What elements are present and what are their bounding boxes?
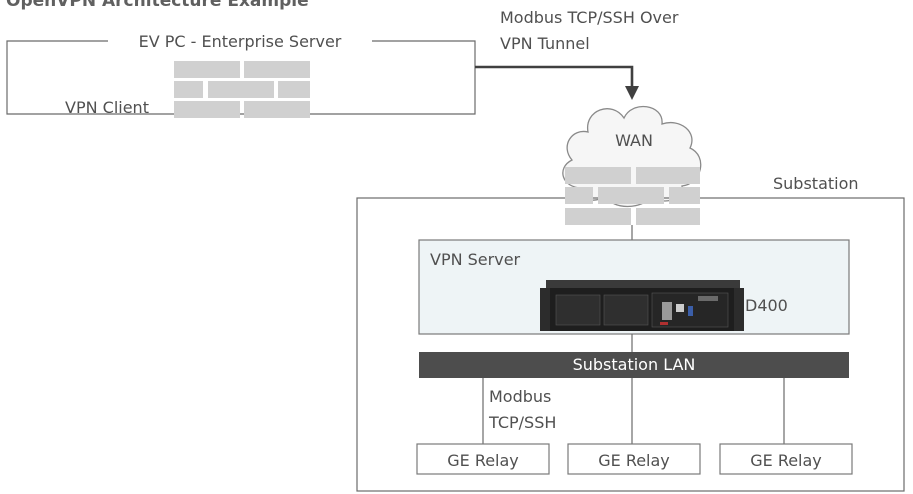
protocol-label-line2: TCP/SSH [488,413,556,432]
wan-label: WAN [615,131,653,150]
substation-lan-bar [419,352,849,378]
relay-label: GE Relay [750,451,822,470]
client-box-border [6,40,476,115]
d400-device-icon [540,280,744,331]
vpn-server-label: VPN Server [430,250,521,269]
relay-label: GE Relay [447,451,519,470]
relay-box: GE Relay [416,443,550,475]
protocol-label-line1: Modbus [489,387,551,406]
device-label: D400 [745,296,788,315]
substation-label: Substation [773,174,859,193]
diagram-title: OpenVPN Architecture Example [6,0,309,11]
client-label: EV PC - Enterprise Server [139,32,342,51]
tunnel-label-line1: Modbus TCP/SSH Over [500,8,679,27]
substation-firewall-icon [565,167,700,225]
tunnel-arrow [475,65,639,100]
relay-label: GE Relay [598,451,670,470]
substation-lan-label: Substation LAN [573,355,696,374]
vpn-client-label: VPN Client [65,98,149,117]
client-firewall-icon [174,61,310,118]
tunnel-label-line2: VPN Tunnel [500,34,590,53]
relay-box: GE Relay [719,443,853,475]
relay-box: GE Relay [567,443,701,475]
